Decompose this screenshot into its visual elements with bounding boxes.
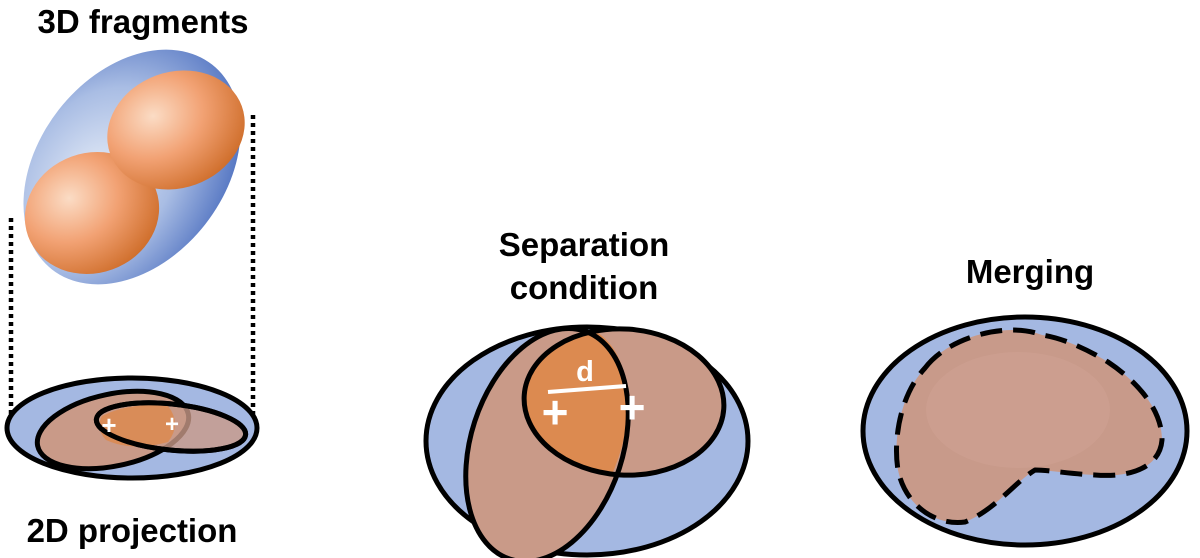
centroid-marker-2: +	[165, 411, 179, 438]
distance-line	[547, 384, 627, 394]
fragment-sphere-1	[24, 152, 160, 274]
separation-fragment-right-outline	[521, 326, 727, 478]
label-2d-projection: 2D projection	[27, 512, 238, 549]
fragment-sphere-2	[107, 70, 245, 190]
panel-merging: Merging	[860, 253, 1190, 548]
label-merging: Merging	[966, 253, 1094, 290]
label-separation-line1: Separation	[499, 226, 670, 263]
panel-separation-condition: Separation condition d + +	[423, 226, 751, 558]
merged-fragment	[893, 327, 1165, 525]
label-separation-line2: condition	[510, 269, 658, 306]
label-3d-fragments: 3D fragments	[38, 3, 249, 40]
centroid-marker-right: +	[619, 381, 646, 433]
merged-fragment-highlight	[926, 352, 1110, 468]
distance-label: d	[576, 356, 594, 388]
projected-fragment-2-outline	[93, 400, 249, 454]
separation-overlap-region	[524, 328, 660, 476]
centroid-marker-1: +	[101, 410, 116, 440]
centroid-marker-left: +	[542, 386, 569, 438]
panel-3d-fragments: 3D fragments + + 2D projection	[4, 3, 260, 549]
